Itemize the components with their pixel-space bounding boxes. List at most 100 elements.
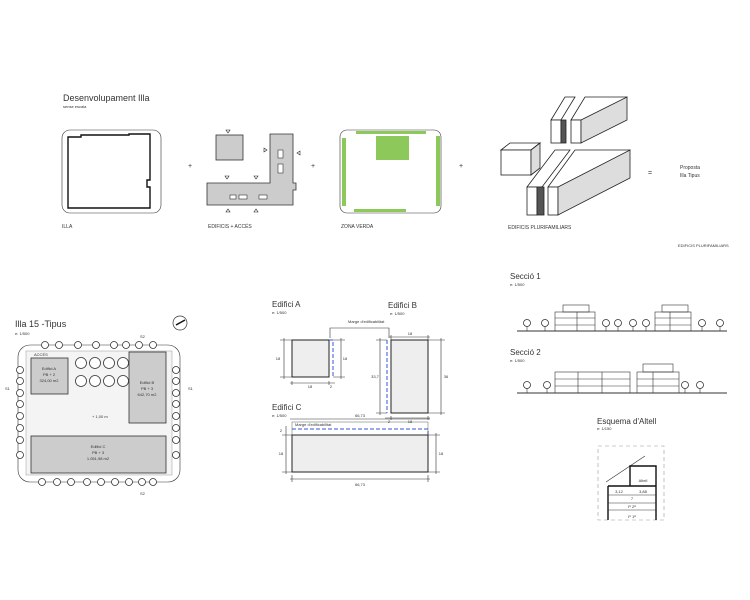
altell-dim-3: 7 [631, 496, 634, 501]
tree-icon [16, 412, 24, 420]
dim-c-left: 18 [279, 451, 284, 456]
tree-icon [629, 319, 637, 327]
dim-b-top: 18 [408, 331, 413, 336]
building-b-area: 642,70 m2 [138, 392, 158, 397]
level-label: + 1,00 m [92, 414, 108, 419]
altell-dim-1: 3,12 [615, 489, 624, 494]
altell-dim-2: 3,88 [639, 489, 648, 494]
tree-icon [172, 436, 180, 444]
label-edificis-acces: EDIFICIS + ACCÉS [208, 223, 252, 230]
sheet-subtitle: sense escala [63, 104, 87, 109]
tree-icon [681, 381, 689, 389]
edificis-acces-diagram [206, 129, 301, 213]
section-mark: S1 [5, 386, 11, 391]
altell-floor-1: P 1ª [628, 514, 636, 519]
edifici-b-scale: e: 1/500 [390, 311, 405, 316]
equals-sign: = [648, 170, 652, 177]
tree-icon [75, 357, 87, 369]
tree-icon [16, 424, 24, 432]
tree-icon [135, 341, 143, 349]
tree-icon [55, 341, 63, 349]
seccio-1-title: Secció 1 [510, 272, 541, 281]
result-line-2: Illa Tipus [680, 173, 700, 179]
tree-icon [696, 381, 704, 389]
building-a-name: Edifici A [42, 366, 57, 371]
tree-icon [602, 319, 610, 327]
altell-room: Altell [639, 478, 648, 483]
edifici-b-title: Edifici B [388, 301, 417, 310]
dim-a-marge: 2 [330, 384, 333, 389]
section-mark: S2 [140, 491, 146, 496]
tree-icon [716, 319, 724, 327]
dim-a-width: 18 [308, 384, 313, 389]
tree-icon [89, 375, 101, 387]
tree-icon [97, 478, 105, 486]
tree-icon [16, 389, 24, 397]
result-line-1: Proposta [680, 165, 700, 171]
tree-icon [89, 357, 101, 369]
tree-icon [16, 366, 24, 374]
tree-icon [172, 377, 180, 385]
caption-plurifamiliars: EDIFICIS PLURIFAMILIARS [678, 243, 729, 248]
tree-icon [149, 478, 157, 486]
illa-diagram [61, 129, 162, 214]
edifici-a-scale: e: 1/500 [272, 310, 287, 315]
tree-icon [172, 389, 180, 397]
tree-icon [172, 451, 180, 459]
tree-icon [117, 375, 129, 387]
dim-b-left: 33,7 [371, 374, 380, 379]
dim-b-bottom: 18 [408, 419, 413, 424]
building-c-name: Edifici C [91, 444, 106, 449]
edifici-c-scale: e: 1/500 [272, 413, 287, 418]
seccio-2-scale: e: 1/500 [510, 358, 525, 363]
tree-icon [67, 478, 75, 486]
tree-icon [38, 478, 46, 486]
tree-icon [172, 424, 180, 432]
dim-c-bottom: 66,73 [355, 482, 366, 487]
tree-icon [543, 381, 551, 389]
tree-icon [111, 478, 119, 486]
marge-bracket [329, 327, 390, 338]
altell-drawing [597, 445, 665, 521]
altell-floor-2: P 2ª [628, 504, 636, 509]
plus-sign: + [311, 163, 315, 170]
building-b-floors: PB + 3 [141, 386, 154, 391]
tree-icon [74, 341, 82, 349]
dim-a-right: 18 [343, 356, 348, 361]
plus-sign: + [459, 163, 463, 170]
tree-icon [172, 366, 180, 374]
tree-icon [53, 478, 61, 486]
tree-icon [16, 377, 24, 385]
tree-icon [75, 375, 87, 387]
tree-icon [125, 478, 133, 486]
altell-title: Esquema d'Altell [597, 417, 657, 426]
marge-label: Marge d'edificabilitat [348, 319, 385, 324]
dim-b-right: 36 [444, 374, 449, 379]
altell-scale: e: 1/150 [597, 426, 612, 431]
plus-sign: + [188, 163, 192, 170]
dim-c-marge: 2 [280, 428, 283, 433]
edifici-a-drawing [280, 338, 345, 385]
tree-icon [16, 400, 24, 408]
tree-icon [16, 436, 24, 444]
marge-label: Marge d'edificabilitat [295, 422, 332, 427]
tree-icon [92, 341, 100, 349]
building-b-name: Edifici B [140, 380, 155, 385]
tree-icon [117, 357, 129, 369]
tree-icon [103, 357, 115, 369]
tree-icon [698, 319, 706, 327]
seccio-1-drawing [517, 304, 727, 332]
building-a-floors: PB + 2 [43, 372, 56, 377]
dim-b-marge: 2 [388, 419, 391, 424]
tree-icon [523, 319, 531, 327]
tree-icon [523, 381, 531, 389]
plan-title: Illa 15 -Tipus [15, 319, 67, 329]
edifici-c-title: Edifici C [272, 403, 302, 412]
tree-icon [172, 412, 180, 420]
tree-icon [83, 478, 91, 486]
section-mark: S2 [140, 334, 146, 339]
edifici-b-drawing [376, 335, 445, 420]
seccio-2-title: Secció 2 [510, 348, 541, 357]
building-c-area: 1.051,98 m2 [87, 456, 110, 461]
